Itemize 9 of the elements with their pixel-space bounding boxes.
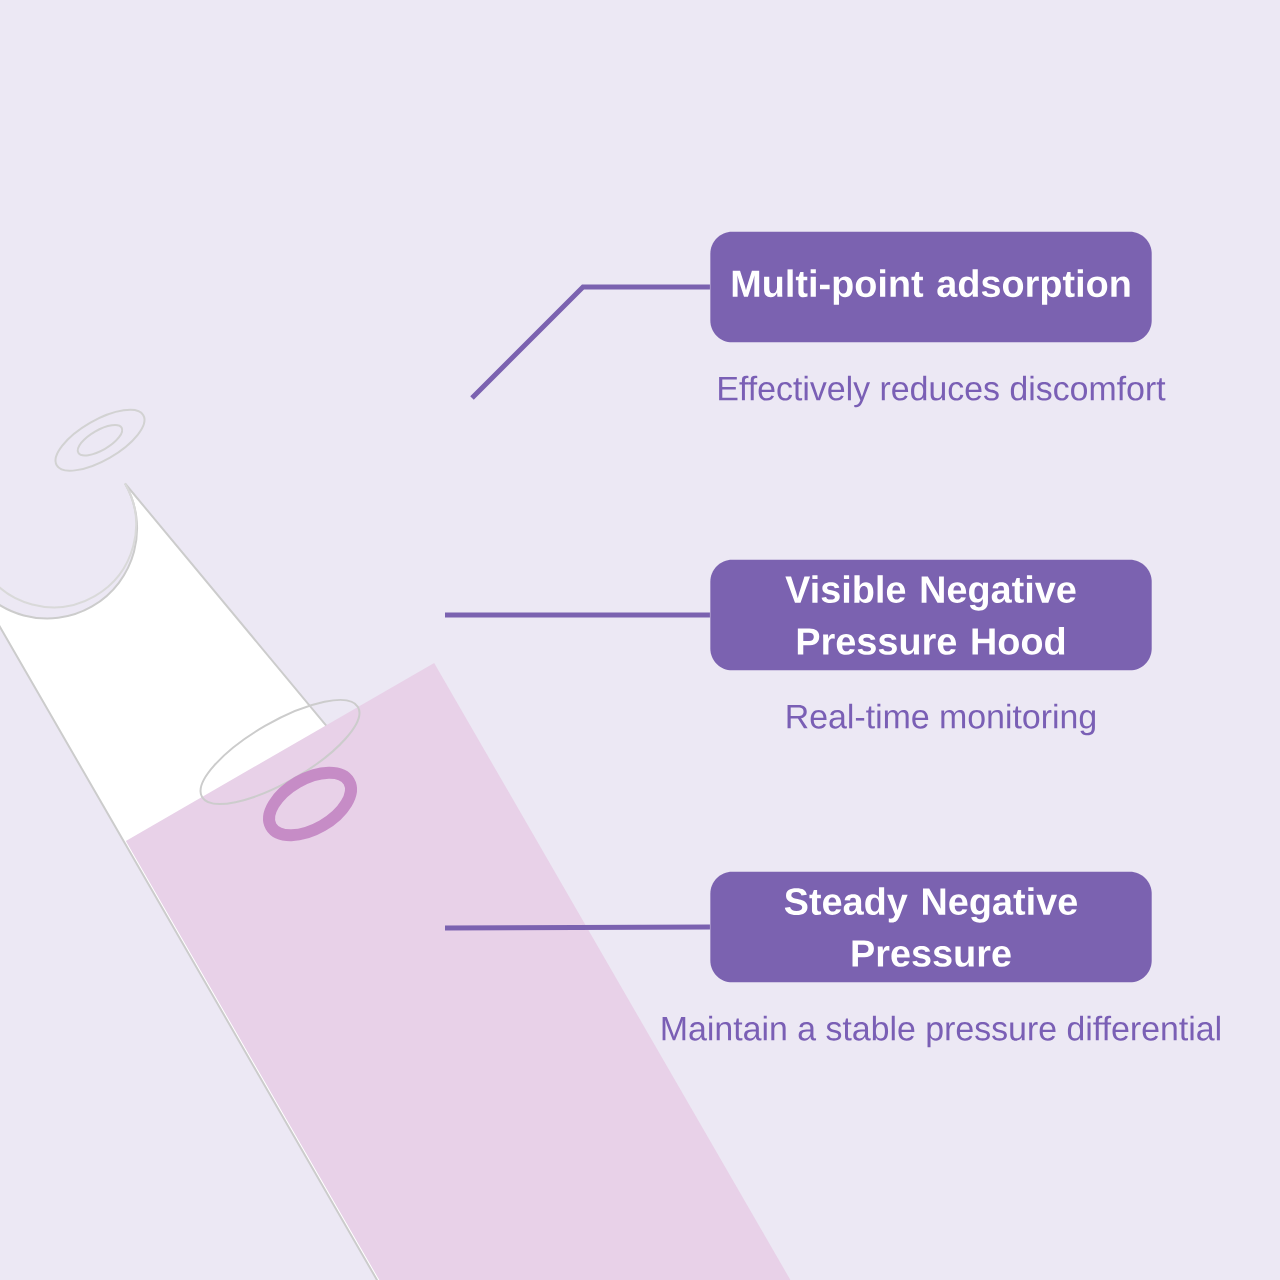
caption-text: Maintain a stable pressure differential [662,1015,1220,1048]
leader-line [445,924,710,931]
leader-line [445,612,710,618]
leader-line [470,284,710,400]
caption-text: Effectively reduces discomfort [719,375,1166,408]
label-box: Multi-point adsorption [710,231,1152,343]
label-box: Visible Negative Pressure Hood [710,559,1152,671]
caption-text: Real-time monitoring [787,703,1095,736]
label-box: Steady Negative Pressure [710,871,1152,983]
